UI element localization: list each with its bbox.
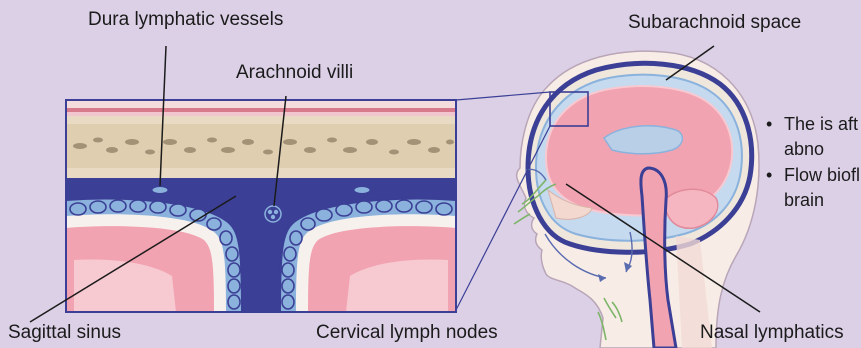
arachnoid-villus — [265, 206, 281, 222]
label-subarachnoid-space: Subarachnoid space — [628, 12, 801, 34]
zoom-connector-top — [456, 92, 550, 100]
label-arachnoid-villi: Arachnoid villi — [236, 62, 353, 84]
skin-layer — [66, 100, 456, 108]
cross-section-inset — [66, 100, 456, 312]
head-illustration — [514, 51, 759, 348]
label-nasal-lymphatics: Nasal lymphatics — [700, 322, 844, 344]
bullet-item-2: Flow biofl brain — [764, 163, 861, 213]
dura-lymphatic-vessel-left — [152, 187, 168, 194]
label-cervical-lymph-nodes: Cervical lymph nodes — [316, 322, 498, 344]
label-sagittal-sinus: Sagittal sinus — [8, 322, 121, 344]
bullet-item-1: The is aft abno — [764, 112, 861, 162]
label-dura-lymphatic-vessels: Dura lymphatic vessels — [88, 9, 283, 31]
bullet-list: The is aft abno Flow biofl brain — [764, 112, 861, 214]
dura-lymphatic-vessel-right — [354, 187, 370, 194]
